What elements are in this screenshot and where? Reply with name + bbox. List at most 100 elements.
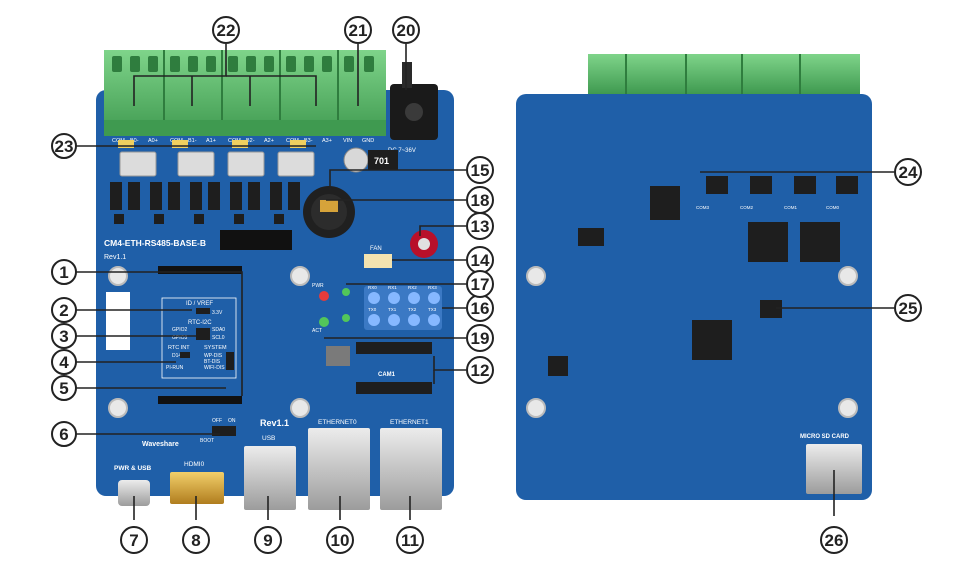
rtc-battery-holder bbox=[303, 186, 355, 238]
tx-label: TX3 bbox=[428, 307, 437, 312]
hdmi-port[interactable] bbox=[170, 472, 224, 504]
back-com-label: COM2 bbox=[740, 205, 753, 210]
terminal-label: A3+ bbox=[322, 138, 332, 144]
terminal-label: A1+ bbox=[206, 138, 216, 144]
rx-label: RX3 bbox=[428, 285, 437, 290]
usb-c-port[interactable] bbox=[118, 480, 150, 506]
act-led-label: ACT bbox=[312, 328, 322, 334]
rx-label: RX1 bbox=[388, 285, 397, 290]
idi-title: ID / VREF bbox=[186, 301, 213, 307]
config-panel: ID / VREF 3.3V RTC-I2C GPIO2 GPIO3 SDA0 … bbox=[161, 297, 237, 379]
ethernet1-port[interactable] bbox=[380, 428, 442, 510]
micro-sd-slot[interactable] bbox=[806, 444, 862, 494]
terminal-label: A0+ bbox=[148, 138, 158, 144]
pi-run-label: PI-RUN bbox=[166, 365, 184, 371]
back-chips bbox=[548, 186, 840, 376]
callout-23: 23 bbox=[55, 137, 74, 156]
system-label: SYSTEM bbox=[204, 345, 227, 351]
white-label bbox=[106, 292, 130, 350]
scl0-label: SCL0 bbox=[212, 335, 225, 341]
front-pcb bbox=[96, 90, 454, 496]
callout-20: 20 bbox=[397, 21, 416, 40]
usb-port[interactable] bbox=[244, 446, 296, 510]
cam-label: CAM1 bbox=[378, 372, 396, 378]
back-com-label: COM1 bbox=[784, 205, 797, 210]
user-led bbox=[342, 314, 350, 322]
eth1-label: ETHERNET1 bbox=[390, 419, 429, 426]
back-mounting-holes bbox=[526, 266, 858, 418]
tx-label: TX1 bbox=[388, 307, 397, 312]
pwr-led-label: PWR bbox=[312, 283, 324, 289]
sd-label: MICRO SD CARD bbox=[800, 434, 850, 440]
act-led bbox=[319, 317, 329, 327]
callout-10: 10 bbox=[331, 531, 350, 550]
tx-label: TX2 bbox=[408, 307, 417, 312]
pwr-usb-label: PWR & USB bbox=[114, 465, 152, 472]
transceiver-chips bbox=[110, 182, 300, 224]
terminal-label: B2- bbox=[246, 138, 255, 144]
rtc-int-label: RTC INT bbox=[168, 345, 190, 351]
callout-19: 19 bbox=[471, 329, 490, 348]
isolation-modules bbox=[119, 151, 315, 177]
regulator-chip-label: 701 bbox=[374, 156, 389, 166]
callout-11: 11 bbox=[401, 531, 419, 550]
callout-24: 24 bbox=[899, 163, 918, 182]
back-pcb bbox=[516, 94, 872, 500]
regulator-chip bbox=[368, 150, 398, 170]
camera-connectors bbox=[326, 342, 432, 394]
bt-dis-label: BT-DIS bbox=[204, 359, 221, 365]
callout-8: 8 bbox=[191, 531, 200, 550]
sda0-label: SDA0 bbox=[212, 327, 225, 333]
gnd-label: GND bbox=[362, 138, 374, 144]
callout-6: 6 bbox=[59, 425, 68, 444]
callout-7: 7 bbox=[129, 531, 138, 550]
callout-5: 5 bbox=[59, 379, 68, 398]
termination-switches bbox=[118, 140, 306, 148]
callout-17: 17 bbox=[471, 275, 490, 294]
board-rev-top: Rev1.1 bbox=[104, 254, 126, 261]
fan-header[interactable] bbox=[364, 254, 392, 268]
callout-2: 2 bbox=[59, 301, 68, 320]
back-isolators bbox=[706, 176, 858, 194]
callout-3: 3 bbox=[59, 327, 68, 346]
dc-power-jack bbox=[390, 62, 438, 140]
tx-label: TX0 bbox=[368, 307, 377, 312]
pwr-led bbox=[319, 291, 329, 301]
board-rev-mid: Rev1.1 bbox=[260, 418, 289, 428]
terminal-label: A2+ bbox=[264, 138, 274, 144]
back-com-label: COM3 bbox=[696, 205, 709, 210]
callout-1: 1 bbox=[59, 263, 68, 282]
front-board: COM B0- A0+ COM B1- A1+ COM B2- A2+ COM … bbox=[96, 50, 454, 510]
led-indicators: PWR ACT RX0 RX1 RX2 RX3 TX0 TX1 TX2 TX3 bbox=[312, 283, 442, 334]
rx-label: RX0 bbox=[368, 285, 377, 290]
boot-label: BOOT bbox=[200, 438, 214, 444]
terminal-label: B3- bbox=[304, 138, 313, 144]
boot-off-label: OFF bbox=[212, 418, 222, 424]
callout-22: 22 bbox=[217, 21, 236, 40]
boot-switch[interactable] bbox=[212, 426, 236, 436]
callout-26: 26 bbox=[825, 531, 844, 550]
d14-label: D14 bbox=[172, 353, 181, 359]
callout-21: 21 bbox=[349, 21, 368, 40]
callout-18: 18 bbox=[471, 191, 490, 210]
v33-label: 3.3V bbox=[212, 310, 223, 316]
back-com-label: COM0 bbox=[826, 205, 839, 210]
gpio2-label: GPIO2 bbox=[172, 327, 188, 333]
callout-4: 4 bbox=[59, 353, 69, 372]
terminal-label: B1- bbox=[188, 138, 197, 144]
gpio3-label: GPIO3 bbox=[172, 335, 188, 341]
rx-label: RX2 bbox=[408, 285, 417, 290]
dc-voltage-label: DC 7~36V bbox=[388, 148, 416, 154]
fan-label: FAN bbox=[370, 246, 382, 252]
capacitor bbox=[343, 147, 369, 173]
callout-16: 16 bbox=[471, 299, 490, 318]
wifi-dis-label: WIFI-DIS bbox=[204, 365, 225, 371]
vin-label: VIN bbox=[343, 138, 352, 144]
callouts: 1 2 3 4 5 6 7 8 9 10 11 12 13 14 15 16 1… bbox=[51, 16, 922, 554]
callout-25: 25 bbox=[899, 299, 918, 318]
eth0-label: ETHERNET0 bbox=[318, 419, 357, 426]
hdmi-label: HDMI0 bbox=[184, 461, 205, 468]
callout-15: 15 bbox=[471, 161, 490, 180]
ethernet0-port[interactable] bbox=[308, 428, 370, 510]
rtc-i2c-title: RTC-I2C bbox=[188, 320, 212, 326]
